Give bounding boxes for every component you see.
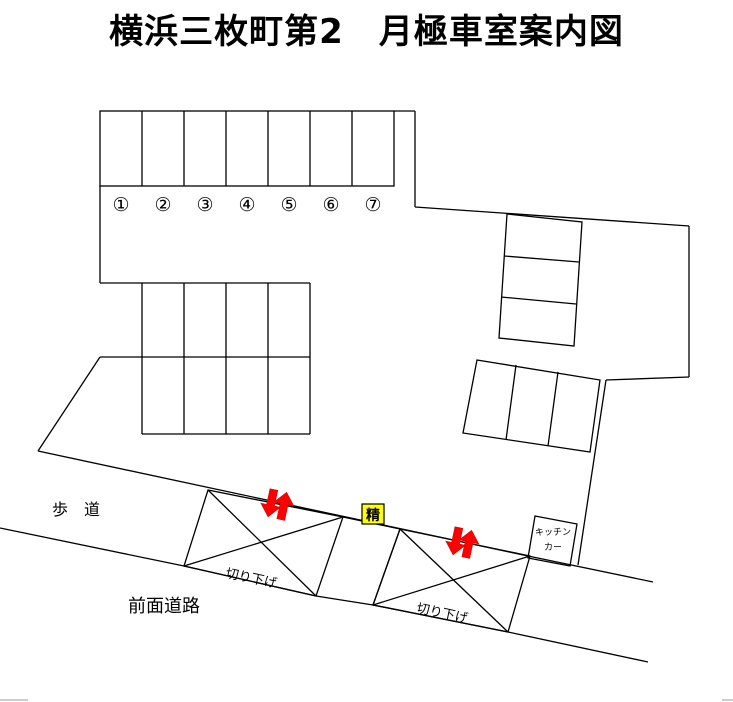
curb-cut-left-diagonal: [183, 516, 344, 567]
curb-cut-right-label: 切り下げ: [415, 601, 469, 626]
space-number-3: ③: [196, 194, 213, 216]
sidewalk-outer-edge: [315, 595, 374, 606]
sidewalk-label: 歩 道: [52, 500, 100, 519]
kitchen-car-box: [527, 515, 578, 567]
front-road-label: 前面道路: [128, 596, 200, 617]
boundary-lower-left: [37, 356, 101, 452]
right-lower-parking-row: [462, 359, 601, 453]
walkway-segment: [342, 516, 401, 606]
row-outline: [462, 359, 601, 453]
payment-machine: 精: [361, 503, 385, 525]
curb-cut-left-diagonal: [207, 489, 317, 597]
kitchen-car-area: キッチン カー: [527, 515, 578, 567]
payment-machine-label: 精: [366, 507, 380, 524]
top-row-outline: [99, 110, 395, 187]
space-divider: [500, 296, 577, 305]
sidewalk-inner-edge-right: [527, 555, 654, 583]
boundary-step: [605, 376, 690, 381]
curb-cut-right-diagonal: [399, 528, 509, 633]
middle-left-parking-grid: [100, 282, 311, 435]
space-number-2: ②: [154, 194, 171, 216]
space-divider: [547, 371, 559, 447]
space-number-6: ⑥: [322, 194, 339, 216]
space-number-7: ⑦: [364, 194, 381, 216]
space-numbers: ① ② ③ ④ ⑤ ⑥ ⑦: [112, 194, 381, 216]
up-down-arrows-icon: [258, 487, 297, 522]
kitchen-car-label-line2: カー: [544, 542, 562, 553]
road-edge: [507, 631, 649, 663]
page-title: 横浜三枚町第2 月極車室案内図: [109, 12, 624, 52]
boundary-right-slant: [414, 206, 690, 227]
top-parking-row: [99, 110, 395, 187]
space-number-1: ①: [112, 194, 129, 216]
space-number-5: ⑤: [280, 194, 297, 216]
payment-machine-box: [361, 503, 385, 525]
right-upper-parking-stack: [498, 213, 583, 347]
kitchen-car-label-line1: キッチン: [535, 527, 571, 538]
stack-outline: [498, 213, 583, 347]
curb-cut-right-diagonal: [372, 555, 531, 606]
curb-cut-left-label: 切り下げ: [224, 566, 278, 591]
space-number-4: ④: [238, 194, 255, 216]
space-divider: [505, 364, 517, 441]
boundary-right-lower: [577, 379, 607, 566]
sidewalk-outer-edge-left: [0, 527, 185, 567]
space-divider: [503, 255, 580, 263]
